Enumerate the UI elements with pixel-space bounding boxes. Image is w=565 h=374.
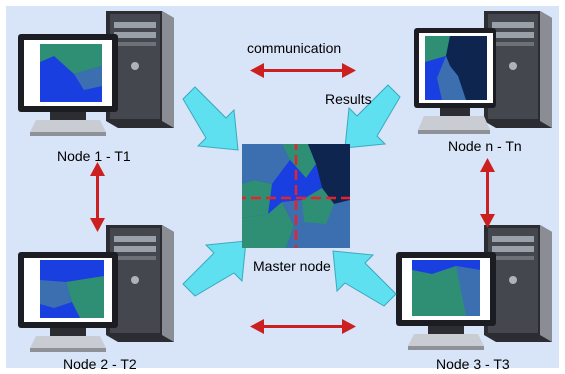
results-label: Results xyxy=(325,91,372,107)
master-node-label: Master node xyxy=(253,258,331,274)
results-arrow-node3 xyxy=(332,250,397,307)
communication-label: communication xyxy=(247,40,342,56)
noden-label: Node n - Tn xyxy=(448,138,522,154)
node1-label: Node 1 - T1 xyxy=(57,148,131,164)
results-arrow-node2 xyxy=(182,240,247,297)
tower-icon xyxy=(484,225,552,342)
monitor-icon xyxy=(396,252,496,350)
results-arrow-noden xyxy=(344,84,401,149)
master-node-map xyxy=(242,144,350,248)
monitor-icon xyxy=(18,34,118,136)
results-arrow-node1 xyxy=(182,86,239,151)
monitor-icon xyxy=(18,252,118,352)
node1-computer xyxy=(14,6,184,141)
communication-arrow-bottom xyxy=(250,319,356,334)
noden-computer xyxy=(392,6,562,141)
node2-computer xyxy=(14,220,184,355)
node3-label: Node 3 - T3 xyxy=(436,356,510,372)
tower-icon xyxy=(484,11,552,128)
tower-icon xyxy=(106,225,174,342)
tower-icon xyxy=(106,11,174,128)
communication-arrow-top xyxy=(250,63,356,78)
node3-computer xyxy=(392,220,562,355)
communication-arrow-left xyxy=(90,162,105,232)
communication-arrow-right xyxy=(480,158,495,228)
monitor-icon xyxy=(414,28,496,134)
node2-label: Node 2 - T2 xyxy=(63,356,137,372)
